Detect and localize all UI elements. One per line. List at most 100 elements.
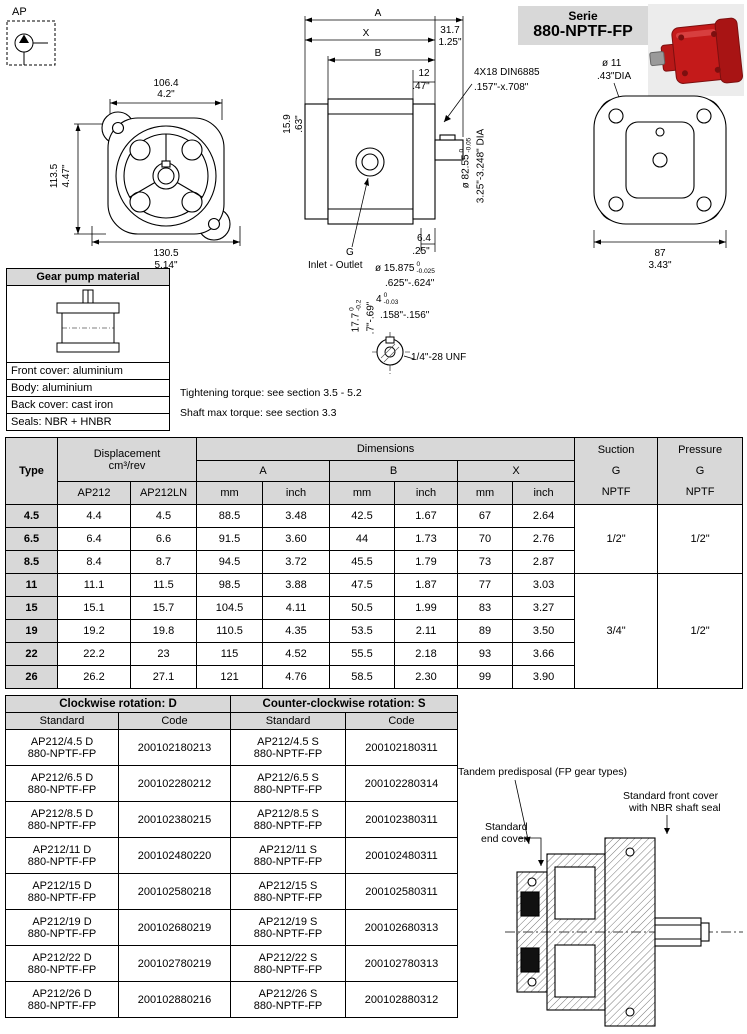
front-base-mm: 130.5 <box>153 248 178 259</box>
type-header: Type <box>5 437 58 505</box>
suction-header: Suction G NPTF <box>574 437 659 505</box>
order-code-cell: 200102880216 <box>117 981 232 1018</box>
side-g-caption: Inlet - Outlet <box>308 260 363 271</box>
tandem-predisposal-label: Tandem predisposal (FP gear types) <box>458 766 627 778</box>
front-height-in: 4.47" <box>61 164 72 187</box>
rear-hole-dia: ø 11 <box>602 58 622 69</box>
dim-cell-x-mm: 83 <box>457 596 514 620</box>
dim-cell-type: 6.5 <box>5 527 58 551</box>
suction-size-cell: 3/4" <box>574 573 659 689</box>
rear-width-in: 3.43" <box>648 260 671 271</box>
col-b-inch-header: inch <box>394 481 459 505</box>
order-code-cell: 200102480220 <box>117 837 232 874</box>
col-x-inch-header: inch <box>512 481 576 505</box>
order-code-cell: 200102280212 <box>117 765 232 802</box>
suction-g-label: G <box>611 464 621 477</box>
dim-cell-x-inch: 3.66 <box>512 642 576 666</box>
order-code-cell: 200102880312 <box>345 981 459 1018</box>
dim-cell-b-inch: 1.73 <box>394 527 459 551</box>
dim-cell-b-mm: 50.5 <box>329 596 396 620</box>
dim-cell-x-inch: 3.27 <box>512 596 576 620</box>
displacement-unit: cm³/rev <box>108 459 146 472</box>
order-code-cell: 200102480311 <box>345 837 459 874</box>
front-cover-label-line2: with NBR shaft seal <box>628 802 721 814</box>
col-b-mm-header: mm <box>329 481 396 505</box>
dim-cell-b-inch: 1.99 <box>394 596 459 620</box>
order-code-cell: 200102780313 <box>345 945 459 982</box>
dim-cell-a-mm: 121 <box>196 665 264 689</box>
dim-cell-b-mm: 44 <box>329 527 396 551</box>
side-porth-in: .63" <box>294 115 305 133</box>
dim-cell-a-mm: 91.5 <box>196 527 264 551</box>
front-base-in: 5.14" <box>154 260 177 271</box>
pressure-thread-label: NPTF <box>685 485 715 498</box>
dim-cell-a-inch: 3.88 <box>262 573 331 597</box>
dim-cell-x-mm: 89 <box>457 619 514 643</box>
side-g-label: G <box>346 247 354 258</box>
serie-header: Serie 880-NPTF-FP <box>518 6 648 45</box>
dim-cell-type: 11 <box>5 573 58 597</box>
order-code-cell: 200102380215 <box>117 801 232 838</box>
torque-notes: Tightening torque: see section 3.5 - 5.2… <box>180 387 362 427</box>
dim-cell-type: 8.5 <box>5 550 58 574</box>
dim-cell-ap212ln: 11.5 <box>129 573 198 597</box>
dim-cell-ap212: 6.4 <box>57 527 131 551</box>
order-code-cell: 200102680219 <box>117 909 232 946</box>
dim-cell-ap212ln: 4.5 <box>129 504 198 528</box>
serie-value: 880-NPTF-FP <box>533 23 633 40</box>
dim-cell-type: 15 <box>5 596 58 620</box>
dim-cell-x-mm: 99 <box>457 665 514 689</box>
ap-label: AP <box>12 6 27 18</box>
order-code-cell: 200102180311 <box>345 729 459 766</box>
front-height-mm: 113.5 <box>49 163 60 188</box>
order-code-cell: 200102580218 <box>117 873 232 910</box>
dim-cell-ap212: 26.2 <box>57 665 131 689</box>
dim-cell-ap212: 22.2 <box>57 642 131 666</box>
front-cover-label-line1: Standard front cover <box>623 790 719 802</box>
dim-cell-b-inch: 1.67 <box>394 504 459 528</box>
cw-rotation-header: Clockwise rotation: D <box>4 695 232 713</box>
side-shaft-mm: 31.7 <box>440 25 460 36</box>
dim-cell-a-inch: 4.11 <box>262 596 331 620</box>
dim-cell-ap212: 8.4 <box>57 550 131 574</box>
order-code-cell: 200102280314 <box>345 765 459 802</box>
side-view-drawing: A X B 31.7 1.25" 12 .47" 4X18 DIN6885 .1… <box>282 8 540 271</box>
cw-code-header: Code <box>117 712 232 730</box>
col-a-mm-header: mm <box>196 481 264 505</box>
dim-cell-ap212ln: 23 <box>129 642 198 666</box>
serie-label: Serie <box>568 9 598 23</box>
dim-cell-x-inch: 2.76 <box>512 527 576 551</box>
side-keylen-in: .47" <box>412 81 430 92</box>
dim-cell-type: 22 <box>5 642 58 666</box>
dim-cell-x-inch: 3.90 <box>512 665 576 689</box>
material-box: Gear pump material Front cover: aluminiu… <box>6 268 170 431</box>
pressure-size-cell: 1/2" <box>657 573 744 689</box>
dim-cell-x-mm: 67 <box>457 504 514 528</box>
dim-cell-b-inch: 1.79 <box>394 550 459 574</box>
displacement-label: Displacement <box>93 447 161 460</box>
side-key-spec: 4X18 DIN6885 <box>474 67 540 78</box>
dim-cell-ap212ln: 27.1 <box>129 665 198 689</box>
side-keylen-mm: 12 <box>418 68 430 79</box>
dim-cell-x-inch: 3.50 <box>512 619 576 643</box>
dim-cell-x-inch: 2.64 <box>512 504 576 528</box>
material-back-cover: Back cover: cast iron <box>6 397 170 414</box>
front-view-drawing: 106.4 4.2" 113.5 4.47" 130.5 5.14" <box>49 78 241 271</box>
dim-cell-ap212ln: 15.7 <box>129 596 198 620</box>
dim-cell-ap212ln: 8.7 <box>129 550 198 574</box>
col-x-header: X <box>457 460 576 482</box>
cw-standard-header: Standard <box>5 712 119 730</box>
